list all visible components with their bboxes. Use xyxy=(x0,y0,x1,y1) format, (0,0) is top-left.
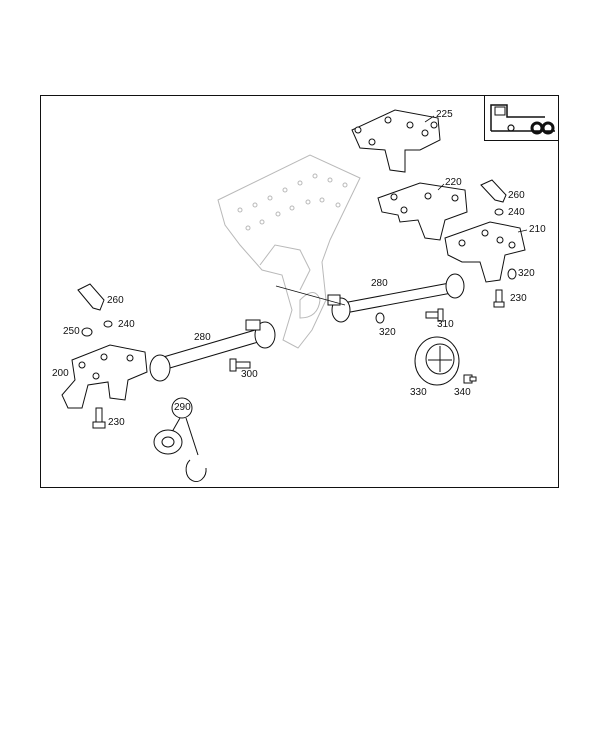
washer-240-left xyxy=(103,320,113,328)
torque-rod-280-right xyxy=(327,273,465,323)
callout-230-right: 230 xyxy=(510,293,527,304)
callout-280-left: 280 xyxy=(194,332,211,343)
callout-260-left: 260 xyxy=(107,295,124,306)
callout-225: 225 xyxy=(436,109,453,120)
torque-rod-280-left xyxy=(149,319,276,382)
bracket-220 xyxy=(377,182,468,241)
callout-250: 250 xyxy=(63,326,80,337)
washer-320-mid xyxy=(375,312,385,324)
callout-260-top: 260 xyxy=(508,190,525,201)
truck-axle-icon xyxy=(490,104,555,135)
bushing-290 xyxy=(153,417,207,482)
callout-280-right: 280 xyxy=(371,278,388,289)
diagram-frame xyxy=(40,95,559,488)
link-260-top xyxy=(480,179,507,216)
callout-230-left: 230 xyxy=(108,417,125,428)
callout-330: 330 xyxy=(410,387,427,398)
callout-240-top: 240 xyxy=(508,207,525,218)
bracket-225 xyxy=(351,109,441,173)
bolt-230-right xyxy=(493,289,505,308)
bolt-230-left xyxy=(92,407,106,429)
bolt-300 xyxy=(229,358,251,372)
bracket-200 xyxy=(61,344,148,409)
callout-circle-290 xyxy=(171,397,193,419)
truck-axle-icon-box xyxy=(484,95,559,141)
callout-220: 220 xyxy=(445,177,462,188)
leader-lines xyxy=(275,115,528,306)
bolt-340 xyxy=(463,374,477,384)
callout-320-right: 320 xyxy=(518,268,535,279)
bracket-210 xyxy=(444,221,526,283)
link-260-left xyxy=(77,283,105,311)
callout-300: 300 xyxy=(241,369,258,380)
callout-240-left: 240 xyxy=(118,319,135,330)
callout-340: 340 xyxy=(454,387,471,398)
callout-210: 210 xyxy=(529,224,546,235)
callout-320-mid: 320 xyxy=(379,327,396,338)
callout-200: 200 xyxy=(52,368,69,379)
frame-rail-outline xyxy=(217,154,361,349)
bolt-310 xyxy=(425,308,444,322)
cover-disc-330 xyxy=(414,336,460,386)
callout-310: 310 xyxy=(437,319,454,330)
washer-320-right xyxy=(507,268,517,280)
callout-290: 290 xyxy=(174,402,191,413)
washer-250 xyxy=(81,327,93,337)
